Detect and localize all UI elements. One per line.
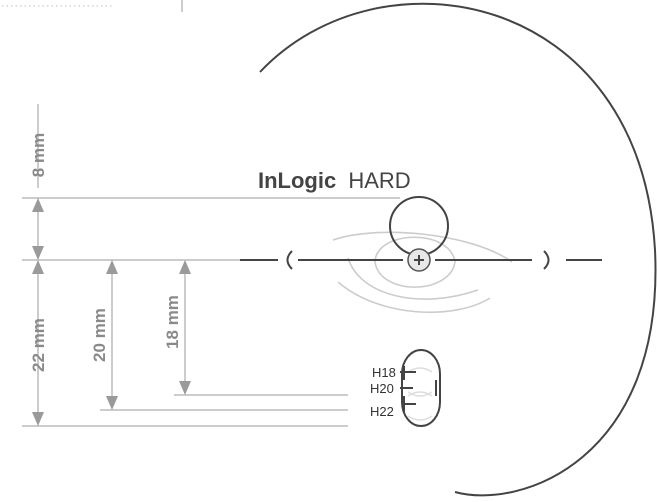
dimension-lower-label: 22 mm [29, 318, 48, 372]
center-axis [240, 250, 602, 270]
model-name: HARD [348, 168, 410, 193]
dimension-middle-label: 20 mm [90, 308, 109, 362]
size-selector: H18 H20 H22 [370, 349, 441, 427]
plus-icon [407, 248, 431, 272]
eye-sketch [332, 231, 513, 314]
size-label-h18: H18 [372, 365, 396, 380]
size-label-h20: H20 [370, 381, 394, 396]
dimension-lower: 22 mm [29, 260, 48, 426]
dimension-inner: 18 mm [163, 260, 191, 395]
dimension-middle: 20 mm [90, 260, 118, 410]
size-label-h22: H22 [370, 404, 394, 419]
dimension-upper: 8 mm [29, 104, 48, 260]
product-title: InLogic HARD [258, 168, 411, 193]
dimension-upper-label: 8 mm [29, 133, 48, 177]
brand-name: InLogic [258, 168, 336, 193]
dimension-inner-label: 18 mm [163, 295, 182, 349]
lens-outline-arc [259, 2, 657, 497]
optic-circle [389, 196, 449, 256]
